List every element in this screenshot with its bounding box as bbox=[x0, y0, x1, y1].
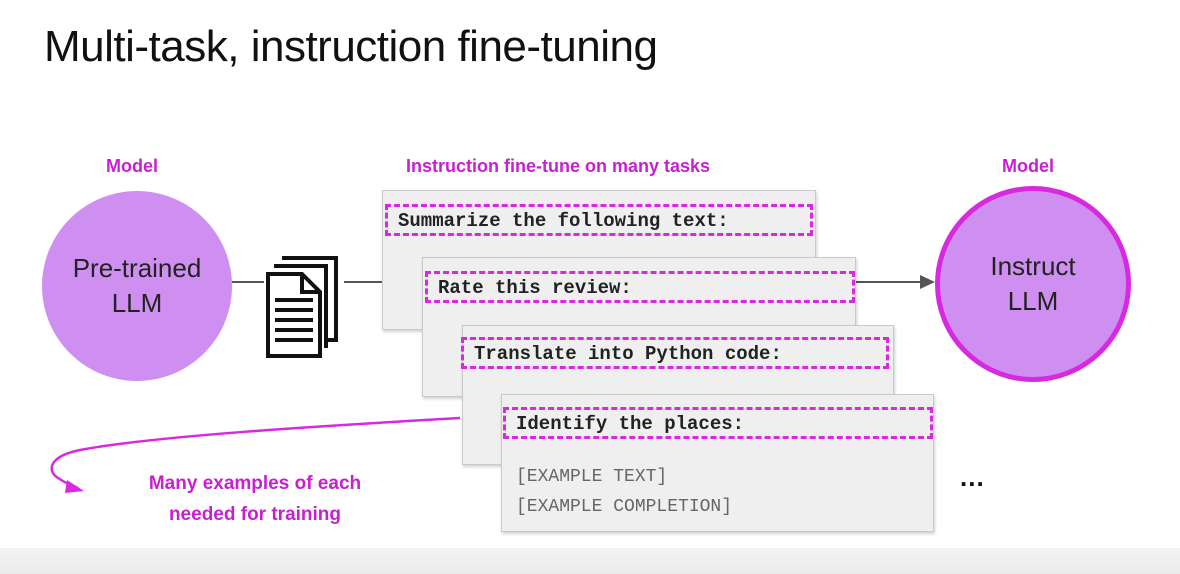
instruct-llm-line2: LLM bbox=[1007, 286, 1059, 316]
tasks-label: Instruction fine-tune on many tasks bbox=[406, 156, 711, 176]
training-note-line1: Many examples of each bbox=[148, 473, 362, 494]
training-note: Many examples of each needed for trainin… bbox=[120, 468, 390, 530]
slide-title: Multi-task, instruction fine-tuning bbox=[44, 22, 658, 71]
arrow-right-icon bbox=[920, 275, 935, 289]
pretrained-llm-node: Pre-trained LLM bbox=[42, 191, 232, 381]
instruct-llm-line1: Instruct bbox=[990, 251, 1076, 281]
example-completion: [EXAMPLE COMPLETION] bbox=[516, 497, 733, 517]
connector-right bbox=[852, 281, 930, 283]
instruct-llm-node: Instruct LLM bbox=[935, 186, 1131, 382]
task-prompt-3: Translate into Python code: bbox=[461, 337, 889, 369]
pretrained-llm-line1: Pre-trained bbox=[72, 253, 202, 283]
more-tasks-ellipsis: ... bbox=[960, 462, 985, 492]
task-prompt-1: Summarize the following text: bbox=[385, 204, 813, 236]
pretrained-llm-line2: LLM bbox=[111, 288, 163, 318]
example-text: [EXAMPLE TEXT] bbox=[516, 467, 668, 487]
document-stack-icon bbox=[266, 256, 338, 358]
right-model-label: Model bbox=[1002, 156, 1054, 176]
footer-band bbox=[0, 548, 1180, 574]
connector-left bbox=[232, 281, 264, 283]
connector-doc-to-cards bbox=[344, 281, 384, 283]
left-model-label: Model bbox=[106, 156, 158, 176]
task-prompt-2: Rate this review: bbox=[425, 271, 855, 303]
curved-arrow-icon bbox=[50, 416, 461, 493]
task-prompt-4: Identify the places: bbox=[503, 407, 933, 439]
task-card-4: Identify the places: [EXAMPLE TEXT] [EXA… bbox=[501, 394, 934, 532]
training-note-line2: needed for training bbox=[168, 504, 342, 525]
